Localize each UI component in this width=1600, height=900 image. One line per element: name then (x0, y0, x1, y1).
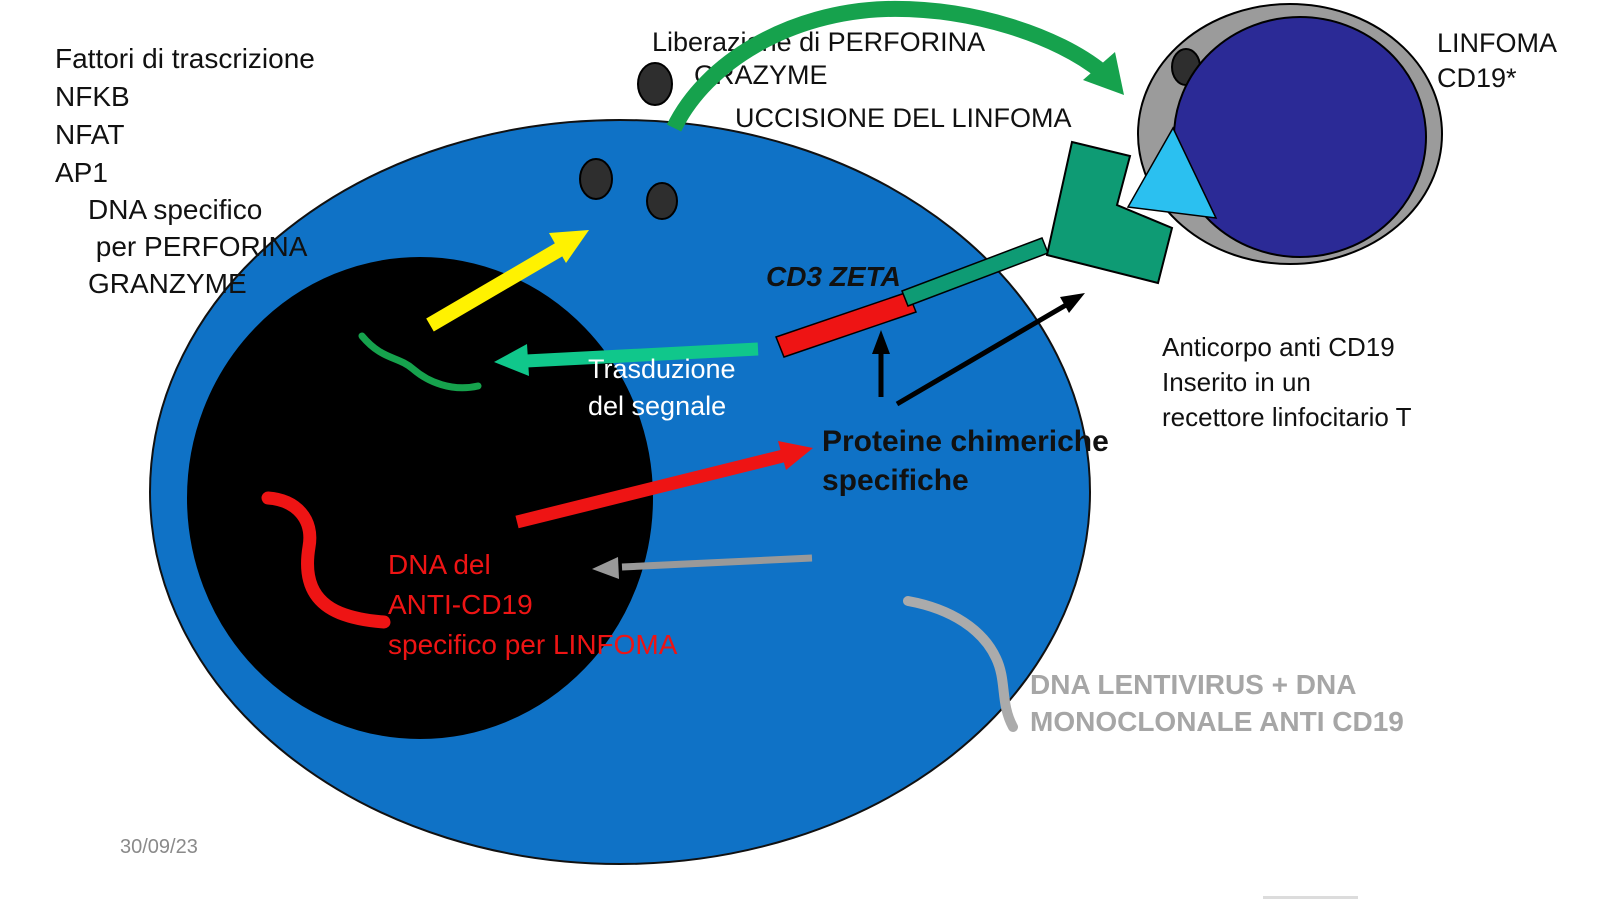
footer-divider (1263, 896, 1358, 899)
chimeric-protein-arrowhead-icon (778, 441, 813, 470)
granule-icon (579, 158, 613, 200)
perforin-release-label: Liberazione di PERFORINA (652, 27, 986, 57)
t-cell-nucleus (187, 257, 653, 739)
receptor-pointer-arrow-icon (895, 302, 1068, 407)
lentivirus-arrowhead-icon (592, 557, 619, 579)
yellow-transcription-arrowhead-icon (549, 230, 589, 263)
lymphoma-cell-body (1173, 16, 1427, 258)
signal-transduction-arrow-icon (525, 342, 759, 368)
cd3-signal-arrowhead-icon (872, 330, 890, 354)
anti-cd19-dna-squiggle-icon (261, 491, 391, 629)
yellow-transcription-arrow-icon (426, 242, 564, 332)
signal-transduction-arrowhead-icon (494, 344, 529, 376)
cd19-antigen-icon (1126, 126, 1218, 219)
lentivirus-arrow-icon (621, 554, 813, 571)
chimeric-protein-arrow-icon (515, 449, 785, 529)
perforin-release-arrow-icon (666, 0, 1108, 132)
mrna-green-squiggle-icon (358, 332, 482, 392)
lentivirus-dna-squiggle-icon (903, 596, 1018, 732)
granule-icon (646, 182, 678, 220)
granule-icon (637, 62, 673, 106)
receptor-pointer-arrowhead-icon (1060, 293, 1085, 313)
anti-cd19-receptor (1045, 140, 1174, 285)
cd3-zeta-domain (775, 291, 917, 358)
perforin-release-arrowhead-icon (1083, 52, 1124, 95)
